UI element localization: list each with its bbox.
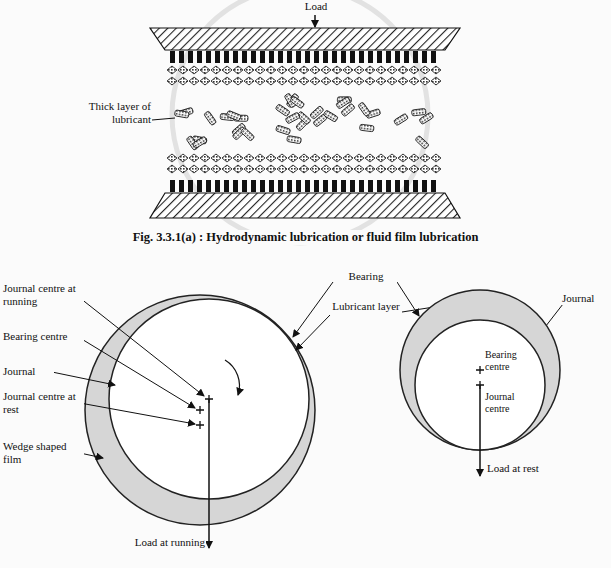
leader-line [152, 118, 175, 120]
film-label: Wedge shaped film [2, 440, 84, 466]
figure-caption: Fig. 3.3.1(a) : Hydrodynamic lubrication… [20, 230, 591, 245]
load-label: Load at rest [486, 462, 568, 475]
centre-label: Bearing centre [2, 330, 84, 343]
load-label: Load [290, 0, 342, 13]
load-arrow [314, 15, 316, 27]
centre-marks [196, 395, 213, 429]
lubricant-molecules [167, 51, 441, 192]
part-label: Bearing [335, 270, 397, 283]
leader-lines [52, 282, 563, 458]
centre-label: Journal centre at rest [2, 390, 84, 416]
upper-surface [150, 28, 460, 50]
centre-label: Journal centre [484, 391, 530, 415]
lower-surface [150, 193, 460, 218]
part-label: Journal [2, 365, 54, 378]
centre-label: Bearing centre [484, 349, 530, 373]
load-arrow [479, 385, 481, 476]
centre-label: Journal centre at running [2, 282, 84, 308]
part-label: Journal [561, 292, 609, 305]
load-label: Load at running [108, 536, 206, 549]
part-label: Lubricant layer [330, 300, 402, 313]
lubricant-label: Thick layer of lubricant [62, 100, 152, 126]
rotation-arrow [225, 360, 239, 395]
load-arrow [208, 399, 210, 548]
